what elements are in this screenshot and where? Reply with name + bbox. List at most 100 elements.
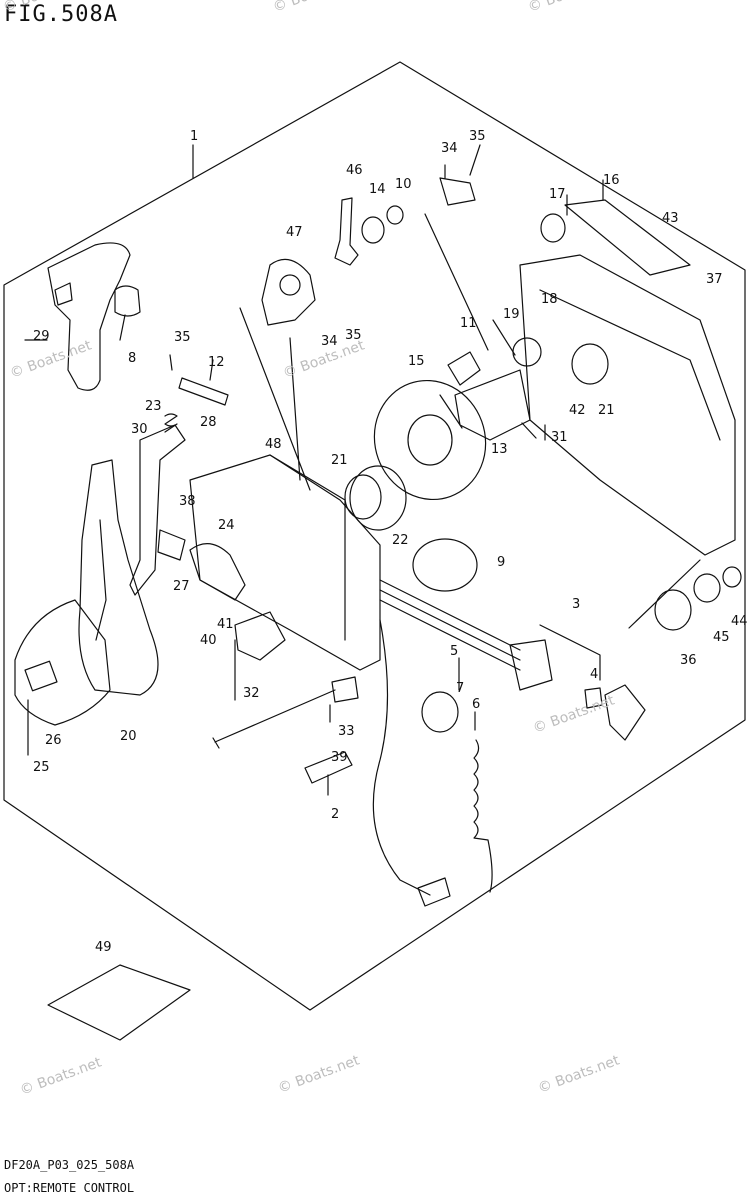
part-26-cover — [14, 599, 111, 726]
callout-27: 27 — [173, 579, 190, 594]
part-29-grip — [47, 242, 131, 391]
callout-31: 31 — [551, 430, 568, 445]
assembly-outline — [3, 61, 746, 1011]
callout-21: 21 — [331, 453, 348, 468]
callout-38: 38 — [179, 494, 196, 509]
part-21-ring — [344, 474, 382, 520]
callout-14: 14 — [369, 182, 386, 197]
callout-11: 11 — [460, 316, 477, 331]
part-22-ring — [349, 465, 407, 531]
connector — [417, 877, 451, 907]
part-2 — [304, 751, 353, 784]
callout-4: 4 — [590, 667, 598, 682]
callout-35: 35 — [174, 330, 191, 345]
callout-39: 39 — [331, 750, 348, 765]
part-3-switch — [509, 639, 553, 691]
leader-lines — [24, 144, 701, 796]
callout-42: 42 — [569, 403, 586, 418]
callout-36: 36 — [680, 653, 697, 668]
part-16 — [564, 199, 691, 276]
callout-44: 44 — [731, 614, 747, 629]
part-19 — [512, 337, 542, 367]
callout-34: 34 — [321, 334, 338, 349]
part-47 — [261, 258, 316, 326]
part-15-plate — [373, 379, 487, 501]
part-21-right — [571, 343, 609, 385]
part-23-bracket — [129, 424, 186, 596]
callout-12: 12 — [208, 355, 225, 370]
part-11 — [447, 351, 481, 386]
callout-16: 16 — [603, 173, 620, 188]
part-12-pin — [178, 377, 229, 406]
callout-29: 29 — [33, 329, 50, 344]
callout-45: 45 — [713, 630, 730, 645]
callout-19: 19 — [503, 307, 520, 322]
callout-40: 40 — [200, 633, 217, 648]
callout-20: 20 — [120, 729, 137, 744]
callout-22: 22 — [392, 533, 409, 548]
callout-3: 3 — [572, 597, 580, 612]
callout-43: 43 — [662, 211, 679, 226]
part-17 — [540, 213, 566, 243]
part-14 — [361, 216, 385, 244]
lower-cable — [372, 619, 431, 896]
callout-10: 10 — [395, 177, 412, 192]
callout-33: 33 — [338, 724, 355, 739]
part-36 — [654, 589, 692, 631]
callout-17: 17 — [549, 187, 566, 202]
callout-41: 41 — [217, 617, 234, 632]
callout-34: 34 — [441, 141, 458, 156]
figure-code: DF20A_P03_025_508A — [4, 1158, 135, 1172]
callout-28: 28 — [200, 415, 217, 430]
part-20-lever — [78, 459, 159, 696]
watermark: © Boats.net — [531, 692, 617, 736]
callout-24: 24 — [218, 518, 235, 533]
callout-13: 13 — [491, 442, 508, 457]
callout-37: 37 — [706, 272, 723, 287]
watermark: © Boats.net — [271, 0, 357, 16]
watermark: © Boats.net — [276, 1052, 362, 1096]
callout-49: 49 — [95, 940, 112, 955]
callout-35: 35 — [469, 129, 486, 144]
callout-15: 15 — [408, 354, 425, 369]
figure-caption: OPT:REMOTE CONTROL — [4, 1181, 135, 1195]
watermark: © Boats.net — [1, 0, 87, 16]
wire-harness — [379, 579, 521, 651]
part-24 — [189, 543, 246, 601]
callout-1: 1 — [190, 129, 198, 144]
part-49-kit — [47, 964, 191, 1041]
part-45 — [693, 573, 721, 603]
part-9 — [412, 538, 478, 592]
part-4-key — [584, 687, 603, 709]
callout-23: 23 — [145, 399, 162, 414]
part-39-screw — [214, 689, 336, 743]
watermark: © Boats.net — [8, 337, 94, 381]
figure-title: FIG.508A — [4, 2, 118, 27]
part-13 — [454, 369, 531, 441]
callout-8: 8 — [128, 351, 136, 366]
watermark: © Boats.net — [536, 1052, 622, 1096]
callout-7: 7 — [456, 681, 464, 696]
part-7 — [421, 691, 459, 733]
lanyard — [473, 739, 493, 893]
callout-30: 30 — [131, 422, 148, 437]
callout-47: 47 — [286, 225, 303, 240]
part-10 — [386, 205, 404, 225]
watermark: © Boats.net — [18, 1054, 104, 1098]
callout-9: 9 — [497, 555, 505, 570]
callout-48: 48 — [265, 437, 282, 452]
callout-5: 5 — [450, 644, 458, 659]
side-cover — [519, 254, 736, 556]
watermark-layer: © Boats.net © Boats.net © Boats.net © Boats… — [1, 0, 622, 1099]
callout-25: 25 — [33, 760, 50, 775]
part-32-clip — [234, 611, 286, 661]
part-33 — [331, 676, 359, 703]
callout-18: 18 — [541, 292, 558, 307]
callout-32: 32 — [243, 686, 260, 701]
callout-2: 2 — [331, 807, 339, 822]
callout-layer: 1234567891011121314151617181920212122232… — [33, 129, 747, 955]
watermark: © Boats.net — [526, 0, 612, 16]
part-44 — [722, 566, 742, 588]
